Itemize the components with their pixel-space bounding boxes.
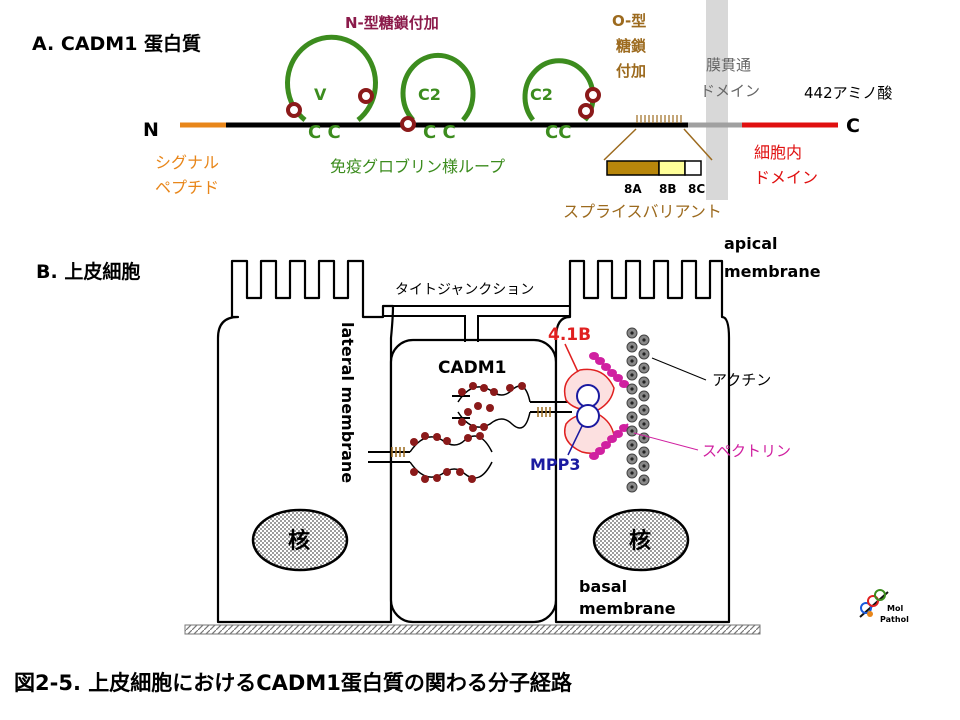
cadm1-bead (518, 382, 526, 390)
cadm1-bead (443, 437, 451, 445)
right-nucleus (592, 508, 690, 572)
exon-8c-label: 8C (688, 182, 705, 196)
cadm1-bead (490, 388, 498, 396)
ig-loop-v (285, 34, 378, 122)
cadm1-bead (474, 402, 482, 410)
cadm1-bead (464, 434, 472, 442)
exon-8b-box (658, 160, 686, 176)
cadm1-beads-lower (410, 432, 484, 483)
cadm1-bead (443, 468, 451, 476)
n-glycan-label: N-型糖鎖付加 (345, 14, 439, 32)
mpp3-upper (576, 384, 600, 408)
cadm1-bead (421, 432, 429, 440)
cadm1-bead (486, 404, 494, 412)
mpp3-lower (576, 404, 600, 428)
figure-caption: 図2-5. 上皮細胞におけるCADM1蛋白質の関わる分子経路 (14, 671, 573, 695)
spectrin-pointer (633, 432, 699, 451)
actin-label: アクチン (712, 371, 771, 389)
cadm1-bead (464, 408, 472, 416)
exon-8a-box (606, 160, 660, 176)
glycan-site (578, 103, 594, 119)
section-b-title: B. 上皮細胞 (36, 260, 140, 283)
left-nucleus (251, 508, 349, 572)
exon-8c-box (684, 160, 702, 176)
cadm1-bead (421, 475, 429, 483)
ig-loop-c2-1 (400, 52, 476, 122)
tight-junction-line (477, 315, 570, 342)
mpp3-pointer (567, 425, 583, 456)
splice-zoom-line (603, 128, 637, 161)
loop-label-c2: C2 (418, 85, 441, 104)
cadm1-bead (480, 384, 488, 392)
glycan-site (286, 102, 302, 118)
exon-8b-label: 8B (659, 182, 677, 196)
cadm1-bead (469, 382, 477, 390)
protein-4-1b-pointer (564, 343, 579, 373)
o-glycan-ticks (636, 115, 682, 123)
cysteine-label: C C (308, 122, 341, 143)
c-terminus: C (846, 115, 860, 137)
amino-acid-count: 442アミノ酸 (804, 84, 892, 102)
basal-membrane-label: basal membrane (579, 577, 676, 618)
cadm1-bead (410, 468, 418, 476)
lateral-membrane-label: lateral membrane (338, 322, 357, 483)
left-nucleus-label: 核 (288, 528, 310, 554)
glycan-site (585, 87, 601, 103)
ig-loop-label: 免疫グロブリン様ループ (330, 157, 505, 176)
spectrin-lower (589, 423, 629, 460)
cadm1-bead (458, 418, 466, 426)
intracellular-label: 細胞内 ドメイン (754, 143, 818, 187)
cysteine-label: CC (545, 122, 571, 143)
n-terminus: N (143, 119, 159, 141)
cadm1-bead (476, 432, 484, 440)
spectrin-upper (589, 352, 629, 389)
cadm1-label: CADM1 (438, 358, 507, 378)
cadm1-bead (468, 475, 476, 483)
section-a-title: A. CADM1 蛋白質 (32, 32, 201, 55)
logo-text: Mol Pathol (880, 604, 909, 624)
cysteine-label: C C (423, 122, 456, 143)
glycan-site (358, 88, 374, 104)
apical-membrane-label: apical membrane (724, 234, 821, 281)
loop-label-c2: C2 (530, 85, 553, 104)
exon-8a-label: 8A (624, 182, 642, 196)
n-glycan-sites (286, 87, 601, 132)
basement-membrane (184, 624, 761, 635)
cadm1-bead (458, 388, 466, 396)
cadm1-bead (410, 438, 418, 446)
o-glycan-label: O-型 糖鎖 付加 (612, 12, 652, 80)
tight-junction-label-bg (386, 276, 556, 300)
splice-variant-label: スプライスバリアント (563, 202, 722, 221)
loop-label-v: V (314, 85, 327, 104)
cadm1-beads-upper (458, 382, 526, 432)
cadm1-bead (433, 433, 441, 441)
membrane-band (706, 0, 728, 200)
protein-4-1b-label: 4.1B (548, 325, 591, 345)
mol-pathol-logo: Mol Pathol (859, 589, 909, 624)
actin-pointer (651, 357, 707, 381)
cadm1-bead (506, 384, 514, 392)
right-nucleus-label: 核 (629, 528, 651, 554)
cadm1-bead (456, 468, 464, 476)
spectrin-label: スペクトリン (702, 442, 791, 460)
tight-junction-label: タイトジャンクション (395, 282, 534, 298)
cadm1-bead (433, 474, 441, 482)
cadm1-bead (480, 423, 488, 431)
signal-peptide-label: シグナル ペプチド (155, 153, 224, 197)
cadm1-bead (469, 424, 477, 432)
tight-junction-line (383, 315, 466, 342)
splice-zoom-line (683, 128, 713, 161)
glycan-site (400, 116, 416, 132)
transmembrane-label: 膜貫通 ドメイン (700, 56, 760, 100)
mpp3-label: MPP3 (530, 455, 581, 474)
